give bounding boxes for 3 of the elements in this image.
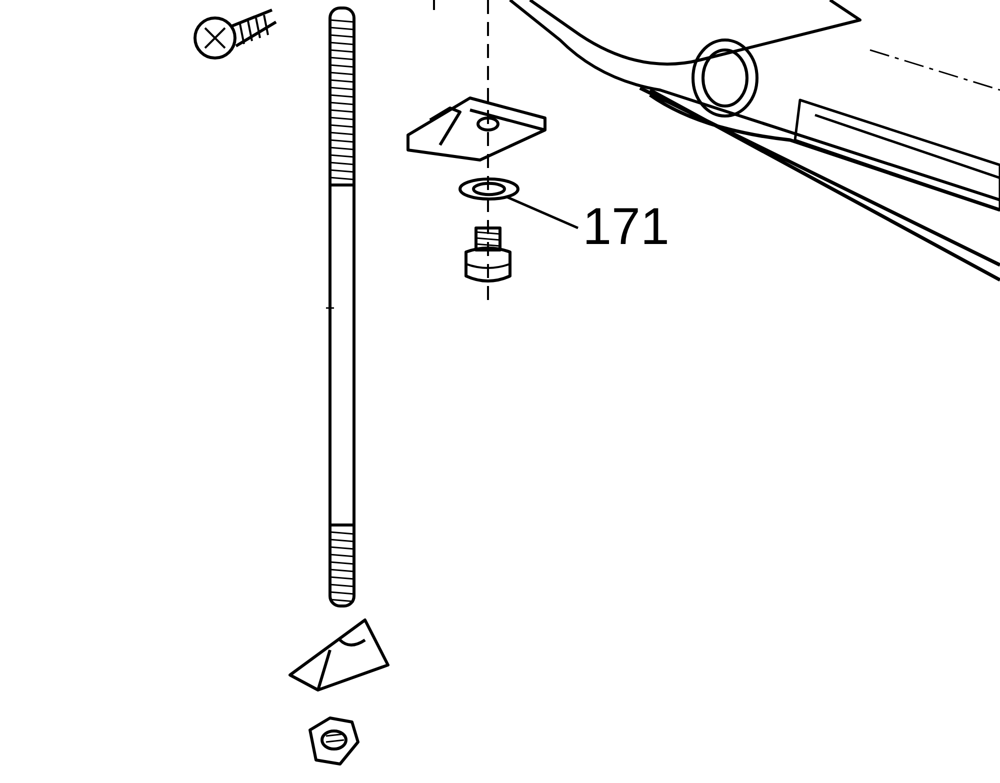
leader-line <box>506 196 578 230</box>
callout-number: 171 <box>576 196 676 258</box>
washer-drawing <box>458 175 520 203</box>
